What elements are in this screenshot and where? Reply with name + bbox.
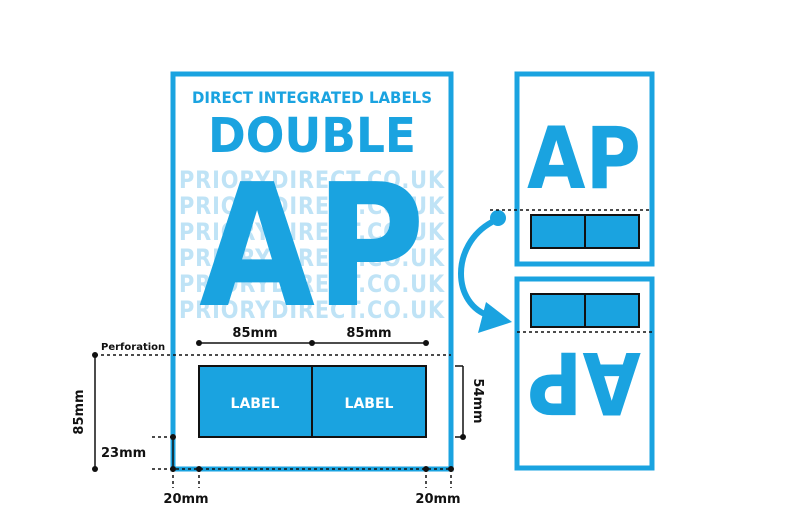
perforation-label: Perforation (101, 342, 165, 353)
width-dim-dot (196, 340, 202, 346)
label-right-text: LABEL (345, 396, 394, 412)
side-panel-top-code: AP (527, 109, 641, 209)
watermark: PRIORYDIRECT.CO.UK PRIORYDIRECT.CO.UK PR… (179, 166, 445, 324)
watermark-line: PRIORYDIRECT.CO.UK (179, 166, 445, 194)
width-right-label: 85mm (346, 326, 391, 341)
side-panel-bottom-border (514, 276, 655, 471)
watermark-line: PRIORYDIRECT.CO.UK (179, 218, 445, 246)
label-pair: LABEL LABEL (198, 365, 427, 438)
side-panel-top-border (514, 71, 655, 267)
left-margin-label: 20mm (163, 492, 208, 507)
arrow-curve (458, 219, 494, 319)
watermark-line: PRIORYDIRECT.CO.UK (179, 296, 445, 324)
sheet-header: DIRECT INTEGRATED LABELS (192, 88, 432, 107)
watermark-line: PRIORYDIRECT.CO.UK (179, 192, 445, 220)
sheet-product: DOUBLE (208, 108, 416, 164)
arrow-head (478, 302, 512, 333)
side-label-bottom-left (530, 293, 586, 328)
watermark-line: PRIORYDIRECT.CO.UK (179, 244, 445, 272)
side-label-top-left (530, 214, 586, 249)
dimensions: Perforation 85mm 85mm 54mm 85mm 23mm (72, 326, 485, 507)
side-label-top-right (584, 214, 640, 249)
label-right (311, 365, 427, 438)
side-panel-bottom-code: AP (527, 332, 641, 432)
right-margin-label: 20mm (415, 492, 460, 507)
main-sheet: PRIORYDIRECT.CO.UK PRIORYDIRECT.CO.UK PR… (170, 71, 454, 472)
sheet-border (170, 71, 454, 472)
arrow-start-dot (490, 210, 506, 226)
sheet-height-label: 85mm (72, 389, 87, 434)
rotate-arrow (458, 210, 512, 333)
side-panel-bottom: AP (514, 276, 655, 471)
label-height-label: 54mm (470, 378, 485, 423)
side-label-bottom-right (584, 293, 640, 328)
width-dim-dot (423, 340, 429, 346)
sheet-code: AP (199, 148, 425, 346)
watermark-line: PRIORYDIRECT.CO.UK (179, 270, 445, 298)
label-left (198, 365, 313, 438)
bottom-margin-dot (170, 434, 176, 440)
height-dot (460, 434, 466, 440)
width-dim-dot (309, 340, 315, 346)
width-left-label: 85mm (232, 326, 277, 341)
label-left-text: LABEL (231, 396, 280, 412)
side-panel-top: AP (490, 71, 655, 267)
bottom-margin-label: 23mm (101, 446, 146, 461)
sheet-height-dot (92, 466, 98, 472)
